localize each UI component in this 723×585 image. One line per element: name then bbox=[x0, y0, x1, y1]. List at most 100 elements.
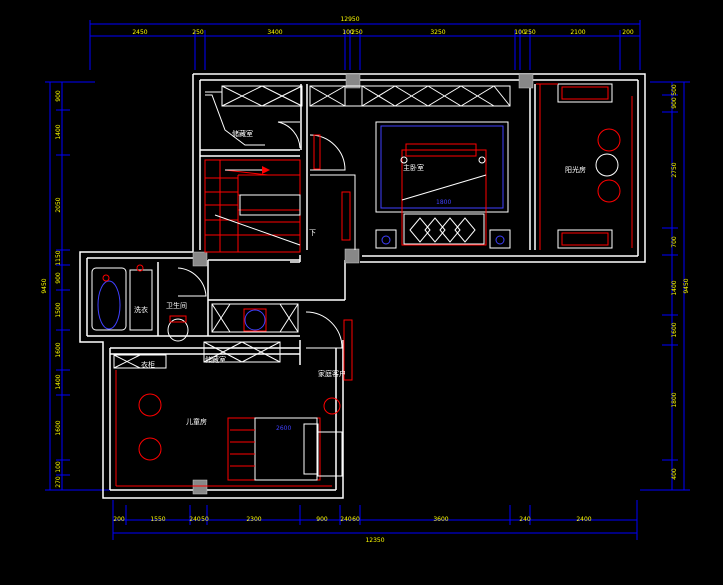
dim-top-2: 250 bbox=[192, 29, 204, 36]
bottom-dimensions bbox=[112, 500, 638, 540]
staircase bbox=[204, 159, 301, 253]
dim-top-8: 250 bbox=[524, 29, 536, 36]
bathroom-label: 卫生间 bbox=[166, 301, 187, 310]
master-lamp-left bbox=[381, 235, 391, 245]
kids-chair-top bbox=[138, 393, 162, 417]
right-dimensions bbox=[640, 81, 690, 491]
dim-right-7: 1800 bbox=[671, 392, 678, 407]
structural-columns bbox=[192, 73, 534, 495]
left-dimensions bbox=[45, 81, 110, 491]
dim-left-10: 100 bbox=[55, 461, 62, 473]
dim-right-8: 400 bbox=[671, 468, 678, 480]
dim-bottom-11: 2400 bbox=[576, 516, 591, 523]
storage-mid-label: 储藏室 bbox=[205, 355, 226, 364]
kids-room-furniture bbox=[115, 370, 343, 487]
dim-right-3: 2750 bbox=[671, 162, 678, 177]
closet-cabinet bbox=[113, 354, 167, 369]
laundry-label: 洗衣 bbox=[134, 305, 148, 314]
sunroom-label: 阳光房 bbox=[565, 165, 586, 174]
overall-top-dimension: 12950 bbox=[340, 16, 359, 23]
master-bed-sensor-left bbox=[400, 156, 408, 164]
bathtub-basin bbox=[97, 280, 121, 330]
dim-right-4: 700 bbox=[671, 236, 678, 248]
dim-right-1: 500 bbox=[671, 84, 678, 96]
dim-top-9: 2100 bbox=[570, 29, 585, 36]
toilet-tank bbox=[169, 315, 187, 323]
dim-right-5: 1400 bbox=[671, 280, 678, 295]
toilet-bowl bbox=[167, 318, 189, 342]
wash-basin-rim bbox=[243, 308, 267, 332]
vanity-cross-4 bbox=[279, 303, 299, 333]
kids-chair-bottom bbox=[138, 437, 162, 461]
walls bbox=[79, 73, 646, 499]
sunroom-table bbox=[595, 153, 619, 177]
dim-top-1: 2450 bbox=[132, 29, 147, 36]
overall-left-dimension: 9450 bbox=[41, 278, 48, 293]
door-arc-bathroom bbox=[177, 267, 207, 297]
stair-arrow-icon bbox=[262, 166, 270, 174]
dim-bottom-4: 50 bbox=[201, 516, 209, 523]
dim-left-2: 1400 bbox=[55, 124, 62, 139]
hall-cabinet bbox=[341, 191, 351, 241]
master-bed-pillows bbox=[409, 217, 476, 243]
dim-top-3: 3400 bbox=[267, 29, 282, 36]
storage-mid-cross-4 bbox=[241, 341, 281, 363]
sunroom-furniture bbox=[536, 83, 633, 250]
dim-left-6: 1500 bbox=[55, 302, 62, 317]
dim-bottom-6: 900 bbox=[316, 516, 328, 523]
dim-top-10: 200 bbox=[622, 29, 634, 36]
corridor-cabinet bbox=[343, 319, 353, 381]
dim-left-4: 1150 bbox=[55, 250, 62, 265]
door-arc-master bbox=[309, 134, 346, 171]
storage-top-label: 储藏室 bbox=[232, 129, 253, 138]
dim-right-6: 1600 bbox=[671, 322, 678, 337]
vanity-counter bbox=[211, 303, 299, 333]
dim-left-1: 900 bbox=[55, 90, 62, 102]
dim-left-11: 270 bbox=[55, 476, 62, 488]
terrace-label: 家庭客户 bbox=[318, 369, 346, 378]
hall-wall-line bbox=[310, 174, 356, 250]
dim-top-4: 100 bbox=[342, 29, 354, 36]
master-door-leaf bbox=[313, 134, 321, 170]
master-bed-sensor-right bbox=[478, 156, 486, 164]
dim-bottom-8: 60 bbox=[352, 516, 360, 523]
master-bedroom-label: 主卧室 bbox=[403, 163, 424, 172]
closet-cross-2 bbox=[113, 354, 141, 369]
kids-bed-width: 2600 bbox=[276, 425, 291, 432]
dim-bottom-2: 1550 bbox=[150, 516, 165, 523]
dim-bottom-1: 200 bbox=[113, 516, 125, 523]
dim-right-2: 900 bbox=[671, 97, 678, 109]
master-lamp-right bbox=[495, 235, 505, 245]
wardrobe-top bbox=[205, 85, 511, 146]
dim-bottom-3: 240 bbox=[189, 516, 201, 523]
master-bed-width: 1800 bbox=[436, 199, 451, 206]
wash-basin bbox=[244, 309, 266, 331]
stair-down-label: 下 bbox=[309, 229, 316, 237]
kids-lamp bbox=[323, 397, 341, 415]
kids-room-label: 儿童房 bbox=[186, 417, 207, 426]
bathtub-drain bbox=[102, 274, 110, 282]
sunroom-chair-top bbox=[597, 128, 621, 152]
dim-left-3: 2050 bbox=[55, 197, 62, 212]
dim-bottom-7: 240 bbox=[340, 516, 352, 523]
dim-bottom-10: 240 bbox=[519, 516, 531, 523]
vanity-cross-2 bbox=[211, 303, 231, 333]
storage-mid-cross-2 bbox=[203, 341, 243, 363]
sunroom-chair-bottom bbox=[597, 179, 621, 203]
overall-right-dimension: 9450 bbox=[683, 278, 690, 293]
dim-top-5: 250 bbox=[351, 29, 363, 36]
door-arc-storage bbox=[277, 121, 301, 149]
top-dimensions bbox=[89, 20, 641, 70]
stair-rail bbox=[214, 169, 301, 246]
dim-left-9: 1600 bbox=[55, 420, 62, 435]
laundry-machine bbox=[129, 269, 153, 331]
master-bed-frame bbox=[375, 121, 511, 249]
dim-bottom-5: 2300 bbox=[246, 516, 261, 523]
dim-bottom-9: 3600 bbox=[433, 516, 448, 523]
dim-left-7: 1600 bbox=[55, 342, 62, 357]
bathtub bbox=[91, 267, 127, 331]
laundry-faucet bbox=[136, 264, 144, 272]
dim-left-8: 1400 bbox=[55, 374, 62, 389]
dim-top-7: 100 bbox=[514, 29, 526, 36]
